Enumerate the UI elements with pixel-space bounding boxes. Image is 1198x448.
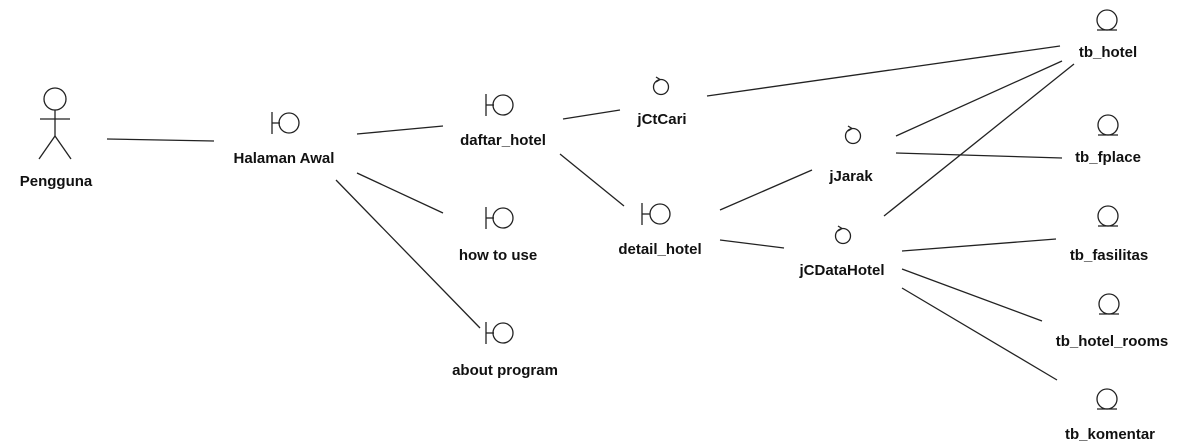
node-pengguna[interactable]: Pengguna — [20, 87, 93, 190]
edge-jcdatahotel-tb-fasilitas — [901, 238, 1057, 252]
node-tb-hotel-rooms[interactable]: tb_hotel_rooms — [1056, 293, 1169, 350]
node-label: tb_hotel_rooms — [1056, 333, 1169, 350]
node-label: tb_fasilitas — [1070, 247, 1148, 264]
control-icon — [844, 125, 862, 145]
edges-layer — [106, 45, 1075, 381]
node-about-program[interactable]: about program — [452, 322, 558, 379]
node-label: tb_hotel — [1079, 44, 1137, 61]
control-icon — [652, 76, 670, 96]
edge-jjarak-tb-hotel — [895, 60, 1063, 137]
node-label: daftar_hotel — [460, 132, 546, 149]
node-halaman-awal[interactable]: Halaman Awal — [234, 112, 335, 167]
edge-jctcari-tb-hotel — [706, 45, 1061, 97]
node-label: how to use — [459, 247, 537, 264]
boundary-icon — [271, 112, 300, 134]
control-icon — [834, 225, 852, 245]
edge-daftar-hotel-jctcari — [562, 109, 621, 120]
entity-icon — [1097, 114, 1119, 136]
entity-icon — [1098, 293, 1120, 315]
edge-halaman-awal-how-to-use — [356, 172, 444, 214]
edge-jjarak-tb-fplace — [895, 152, 1063, 159]
boundary-icon — [485, 94, 514, 116]
node-jcdatahotel[interactable]: jCDataHotel — [798, 225, 885, 279]
node-label: about program — [452, 362, 558, 379]
node-daftar-hotel[interactable]: daftar_hotel — [460, 94, 546, 149]
node-tb-fasilitas[interactable]: tb_fasilitas — [1070, 205, 1148, 264]
edge-detail-hotel-jcdatahotel — [719, 239, 785, 249]
node-detail-hotel[interactable]: detail_hotel — [618, 203, 702, 258]
edge-pengguna-halaman-awal — [106, 138, 215, 142]
boundary-icon — [641, 203, 671, 225]
boundary-icon — [485, 207, 514, 229]
edge-daftar-hotel-detail-hotel — [559, 153, 625, 207]
node-how-to-use[interactable]: how to use — [459, 207, 537, 264]
node-label: jJarak — [828, 168, 873, 185]
entity-icon — [1097, 205, 1119, 227]
node-label: Halaman Awal — [234, 150, 335, 167]
edge-halaman-awal-daftar-hotel — [356, 125, 444, 135]
edge-jcdatahotel-tb-hotel-rooms — [901, 268, 1043, 322]
edge-jcdatahotel-tb-hotel — [883, 63, 1075, 217]
node-label: Pengguna — [20, 173, 93, 190]
node-label: jCtCari — [636, 111, 686, 128]
entity-icon — [1096, 388, 1118, 410]
node-label: tb_fplace — [1075, 149, 1141, 166]
node-label: tb_komentar — [1065, 426, 1155, 443]
node-jctcari[interactable]: jCtCari — [636, 76, 687, 128]
node-label: jCDataHotel — [798, 262, 884, 279]
edge-detail-hotel-jjarak — [719, 169, 813, 211]
node-jjarak[interactable]: jJarak — [828, 125, 873, 185]
entity-icon — [1096, 9, 1118, 31]
boundary-icon — [485, 322, 514, 344]
node-label: detail_hotel — [618, 241, 701, 258]
edge-jcdatahotel-tb-komentar — [901, 287, 1058, 381]
actor-icon — [38, 87, 72, 160]
node-tb-fplace[interactable]: tb_fplace — [1075, 114, 1141, 166]
node-tb-komentar[interactable]: tb_komentar — [1065, 388, 1155, 443]
node-tb-hotel[interactable]: tb_hotel — [1079, 9, 1137, 61]
edge-halaman-awal-about-program — [335, 179, 481, 329]
